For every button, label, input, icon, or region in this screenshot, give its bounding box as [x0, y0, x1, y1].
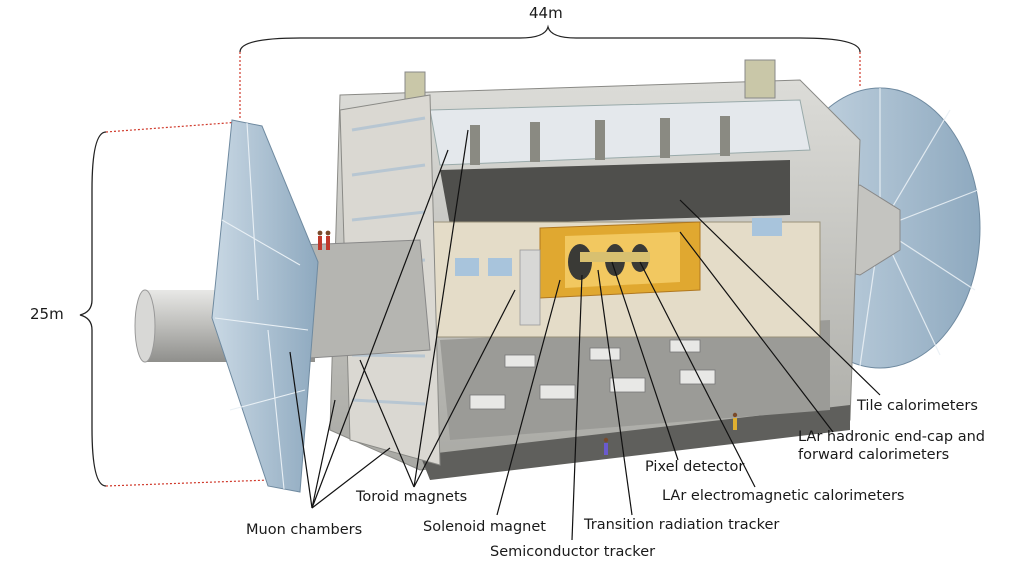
leader-tile [679, 199, 881, 396]
label-lar-hadronic-line2: forward calorimeters [798, 447, 950, 463]
label-tile-calorimeters: Tile calorimeters [857, 398, 978, 414]
dimension-length-bracket [239, 24, 861, 53]
calorimeter-barrel [419, 218, 821, 338]
leader-sct [571, 274, 583, 541]
dimension-guides [105, 52, 861, 487]
people-scale-figures [317, 230, 738, 455]
dimension-length-label: 44m [529, 4, 563, 22]
label-solenoid-magnet: Solenoid magnet [423, 519, 546, 535]
leader-solenoid [496, 279, 561, 516]
leader-muon-4 [311, 149, 449, 509]
label-semiconductor-tracker: Semiconductor tracker [490, 544, 656, 560]
leader-muon-3 [311, 447, 391, 509]
label-pixel-detector: Pixel detector [645, 459, 745, 475]
leader-lar-hadronic [679, 231, 834, 433]
leader-muon-1 [289, 351, 313, 509]
leader-pixel [611, 261, 679, 461]
dimension-height-bracket [79, 131, 107, 487]
leader-lar-em [639, 261, 756, 488]
label-lar-em-calorimeters: LAr electromagnetic calorimeters [662, 488, 905, 504]
left-muon-wheel [211, 119, 319, 493]
leader-toroid-2 [413, 289, 516, 488]
leader-trt [597, 269, 633, 516]
label-transition-radiation-tracker: Transition radiation tracker [584, 517, 780, 533]
label-muon-chambers: Muon chambers [246, 522, 363, 538]
dimension-height-label: 25m [30, 305, 64, 323]
leader-toroid-3 [359, 359, 415, 488]
leader-muon-2 [311, 399, 336, 509]
leader-lines [289, 129, 881, 541]
label-lar-hadronic-line1: LAr hadronic end-cap and [798, 429, 985, 445]
leader-toroid-1 [413, 129, 469, 488]
label-toroid-magnets: Toroid magnets [356, 489, 468, 505]
